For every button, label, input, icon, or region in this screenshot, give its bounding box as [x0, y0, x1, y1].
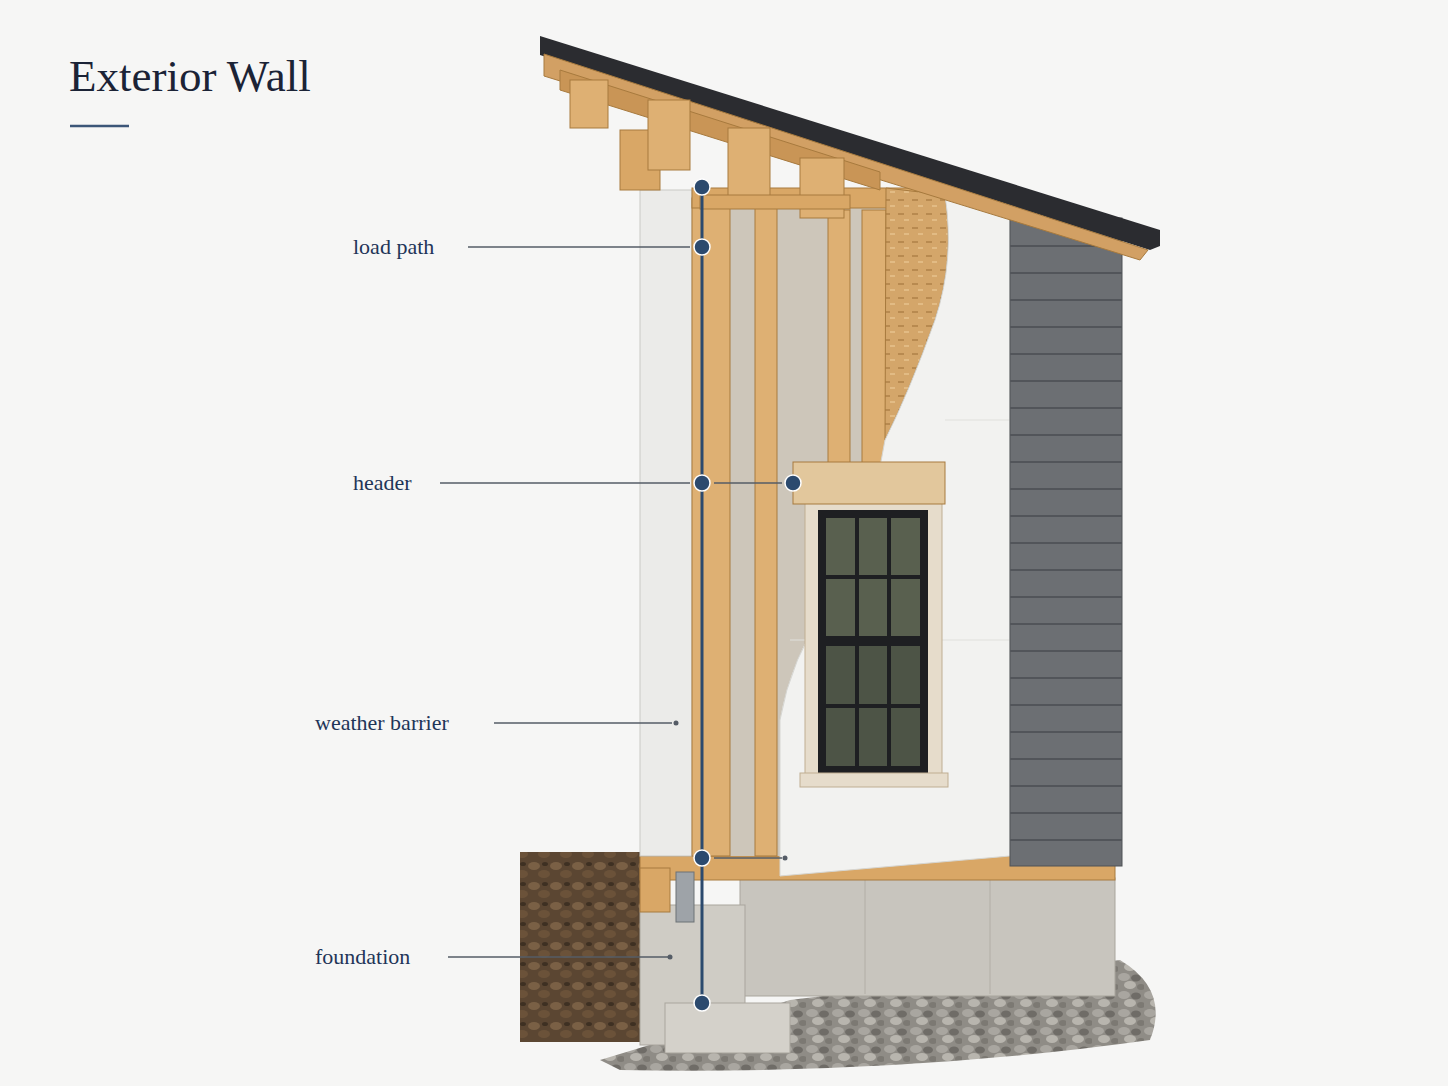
callout-label: weather barrier [313, 710, 451, 736]
window-trim [805, 503, 942, 783]
title-rule [70, 125, 129, 128]
window-sill [800, 773, 948, 787]
load-path-line [701, 187, 704, 1003]
stud [755, 205, 777, 856]
foundation-wall [740, 878, 1115, 996]
form-joint [865, 880, 866, 994]
leader-tip [668, 955, 673, 960]
house-wrap [780, 195, 1010, 876]
top-plate [700, 195, 850, 209]
soil-block [520, 852, 645, 1042]
interior-drywall [640, 190, 692, 856]
rafter-tail [648, 100, 690, 170]
leader-lines [440, 247, 782, 957]
window-muntins [826, 518, 920, 766]
lap-siding [1010, 218, 1122, 866]
window-header [793, 462, 945, 504]
window-glass [826, 646, 920, 766]
roof-shingles [540, 36, 1160, 250]
callout-label: load path [351, 234, 436, 260]
stud [692, 198, 730, 856]
rim-block [640, 868, 670, 912]
footing [665, 1003, 790, 1053]
callout-label: foundation [313, 944, 412, 970]
wrap-seam [945, 420, 1010, 421]
leader-tip [783, 856, 788, 861]
fascia [544, 54, 1148, 260]
siding-courses [1010, 246, 1122, 840]
leader-tip [674, 721, 679, 726]
window-glass [826, 518, 920, 636]
rafter-tail [570, 80, 608, 128]
callout-label: header [351, 470, 414, 496]
window-frame [818, 510, 928, 775]
rafter-tail [728, 128, 770, 196]
anchor-bracket [676, 872, 694, 922]
load-path-dots [694, 179, 801, 1011]
form-joint [990, 880, 991, 994]
diagram-title: Exterior Wall [69, 50, 311, 102]
